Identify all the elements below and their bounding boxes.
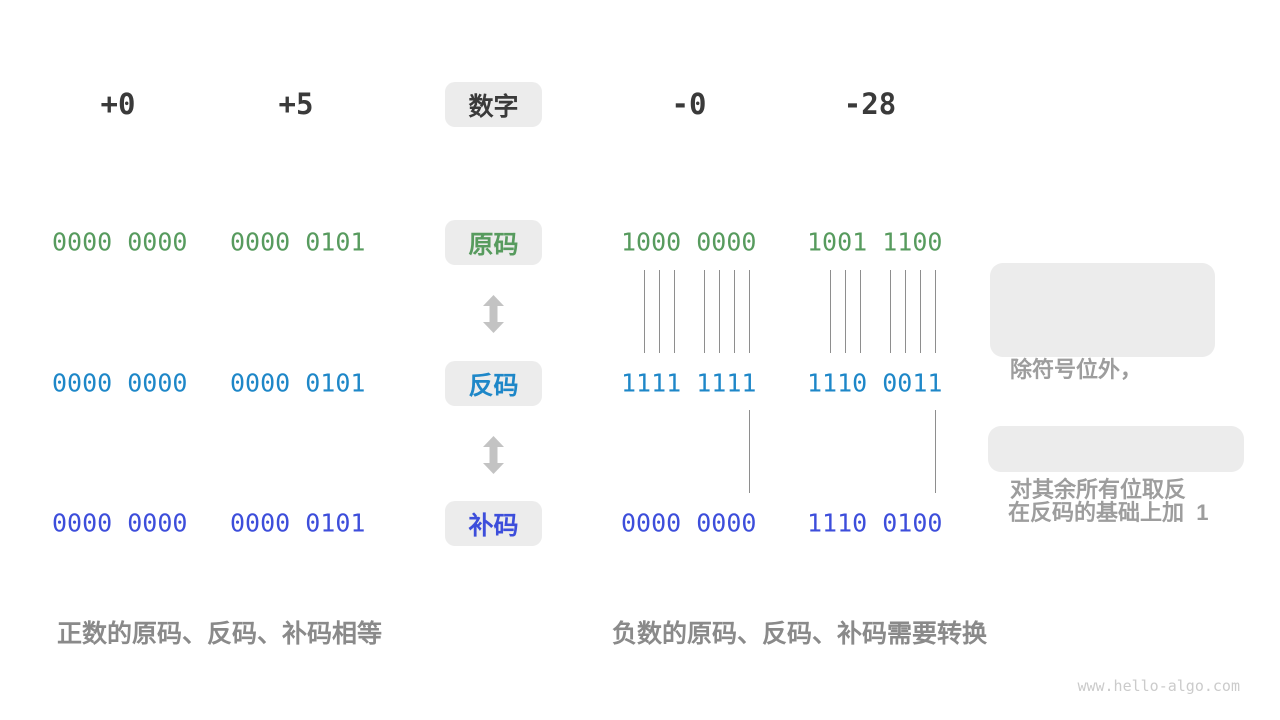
tag-twos-complement: 补码 <box>445 501 542 546</box>
number-plus-zero: +0 <box>100 87 136 121</box>
bit-connector-line <box>934 410 937 493</box>
tag-ones-complement-label: 反码 <box>468 371 519 400</box>
note-add-one: 在反码的基础上加 1 <box>988 426 1244 525</box>
bit-connector-line <box>673 270 676 353</box>
bit-connector-line <box>703 270 706 353</box>
note-invert-bits-line2: 对其余所有位取反 <box>1010 477 1187 502</box>
bit-connector-line <box>844 270 847 353</box>
bit-connector-line <box>658 270 661 353</box>
bit-connector-line <box>934 270 937 353</box>
caption-negative: 负数的原码、反码、补码需要转换 <box>612 620 988 648</box>
bit-connector-line <box>889 270 892 353</box>
twos-complement-value: 0000 0000 <box>52 508 188 538</box>
bit-connector-line <box>643 270 646 353</box>
watermark: www.hello-algo.com <box>1077 677 1240 695</box>
number-plus-five: +5 <box>278 87 314 121</box>
ones-complement-value: 1110 0011 <box>807 368 943 398</box>
bit-connector-line <box>919 270 922 353</box>
note-add-one-line1: 在反码的基础上加 1 <box>1008 500 1209 525</box>
sign-magnitude-value: 0000 0101 <box>230 227 366 257</box>
up-down-arrow-icon <box>483 295 504 333</box>
bit-connector-line <box>859 270 862 353</box>
sign-magnitude-value: 0000 0000 <box>52 227 188 257</box>
bit-connector-line <box>733 270 736 353</box>
twos-complement-value: 0000 0101 <box>230 508 366 538</box>
twos-complement-value: 1110 0100 <box>807 508 943 538</box>
caption-positive: 正数的原码、反码、补码相等 <box>57 620 383 648</box>
ones-complement-value: 1111 1111 <box>621 368 757 398</box>
number-minus-zero: -0 <box>671 87 707 121</box>
bit-connector-line <box>829 270 832 353</box>
tag-ones-complement: 反码 <box>445 361 542 406</box>
tag-twos-complement-label: 补码 <box>468 511 519 540</box>
sign-magnitude-value: 1001 1100 <box>807 227 943 257</box>
tag-number: 数字 <box>445 82 542 127</box>
ones-complement-value: 0000 0000 <box>52 368 188 398</box>
bit-connector-line <box>748 410 751 493</box>
tag-sign-magnitude-label: 原码 <box>468 230 519 259</box>
bit-connector-line <box>904 270 907 353</box>
note-invert-bits-line1: 除符号位外， <box>1010 357 1143 382</box>
note-invert-bits: 除符号位外， 对其余所有位取反 <box>990 263 1215 502</box>
sign-magnitude-value: 1000 0000 <box>621 227 757 257</box>
bit-connector-line <box>748 270 751 353</box>
tag-sign-magnitude: 原码 <box>445 220 542 265</box>
tag-number-label: 数字 <box>468 92 519 121</box>
number-minus-twenty-eight: -28 <box>843 87 897 121</box>
up-down-arrow-icon <box>483 436 504 474</box>
bit-connector-line <box>718 270 721 353</box>
twos-complement-value: 0000 0000 <box>621 508 757 538</box>
ones-complement-value: 0000 0101 <box>230 368 366 398</box>
